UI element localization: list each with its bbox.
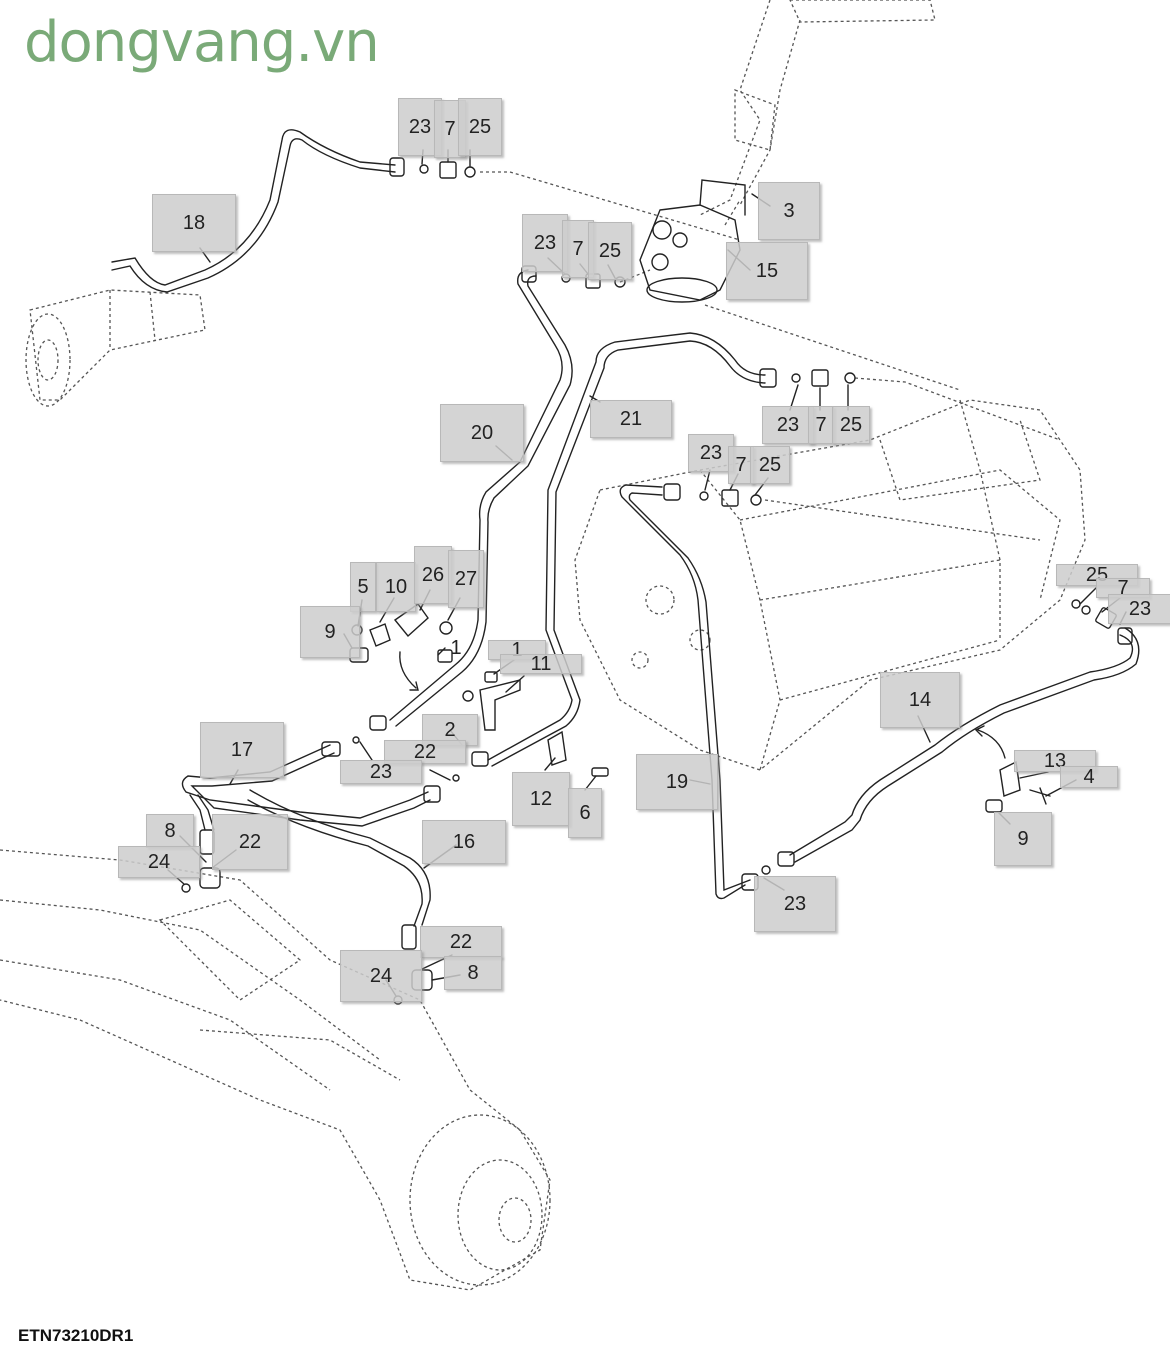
pipe-19: [619, 484, 751, 900]
callout-12: 12: [512, 772, 570, 826]
steering-valve: [639, 179, 746, 303]
callout-8: 8: [146, 814, 194, 848]
pipe-18: [111, 129, 396, 293]
steering-column-shape: [699, 0, 936, 216]
callout-17: 17: [200, 722, 284, 778]
pipe-14: [789, 627, 1140, 863]
callout-23: 23: [688, 434, 734, 472]
callout-22: 22: [420, 926, 502, 958]
callout-25: 25: [458, 98, 502, 156]
callout-3: 3: [758, 182, 820, 240]
callout-19: 19: [636, 754, 718, 810]
hose-17: [181, 744, 431, 831]
callout-1: 1: [450, 636, 462, 659]
callout-7: 7: [808, 406, 834, 444]
figure-code: ETN73210DR1: [18, 1326, 134, 1345]
callout-18: 18: [152, 194, 236, 252]
callout-24: 24: [340, 950, 422, 1002]
callout-26: 26: [414, 546, 452, 604]
callout-23: 23: [1108, 594, 1170, 624]
callout-9: 9: [994, 812, 1052, 866]
callout-23: 23: [754, 876, 836, 932]
callout-6: 6: [568, 788, 602, 838]
callout-25: 25: [750, 446, 790, 484]
callout-25: 25: [832, 406, 870, 444]
callout-22: 22: [384, 740, 466, 764]
callout-9: 9: [300, 606, 360, 658]
callout-21: 21: [590, 400, 672, 438]
front-axle-shape: [0, 849, 551, 1291]
fittings: [181, 157, 1133, 1005]
callout-23: 23: [762, 406, 814, 444]
callout-5: 5: [350, 562, 376, 612]
callout-24: 24: [118, 846, 200, 878]
callout-8: 8: [444, 956, 502, 990]
callout-23: 23: [340, 760, 422, 784]
callout-11: 11: [500, 653, 582, 675]
callout-15: 15: [726, 242, 808, 300]
callout-20: 20: [440, 404, 524, 462]
callout-16: 16: [422, 820, 506, 864]
callout-4: 4: [1060, 766, 1118, 788]
watermark-text: dongvang.vn: [24, 10, 380, 75]
callout-23: 23: [522, 214, 568, 272]
brake-cylinder-shape: [25, 289, 206, 407]
callout-27: 27: [448, 550, 484, 608]
callout-25: 25: [588, 222, 632, 280]
pipe-21: [487, 332, 766, 767]
callout-14: 14: [880, 672, 960, 728]
callout-10: 10: [376, 562, 416, 612]
arrows: [399, 651, 1006, 759]
callout-22: 22: [212, 814, 288, 870]
transmission-housing-shape: [574, 399, 1086, 771]
leader-lines: [167, 149, 1127, 997]
